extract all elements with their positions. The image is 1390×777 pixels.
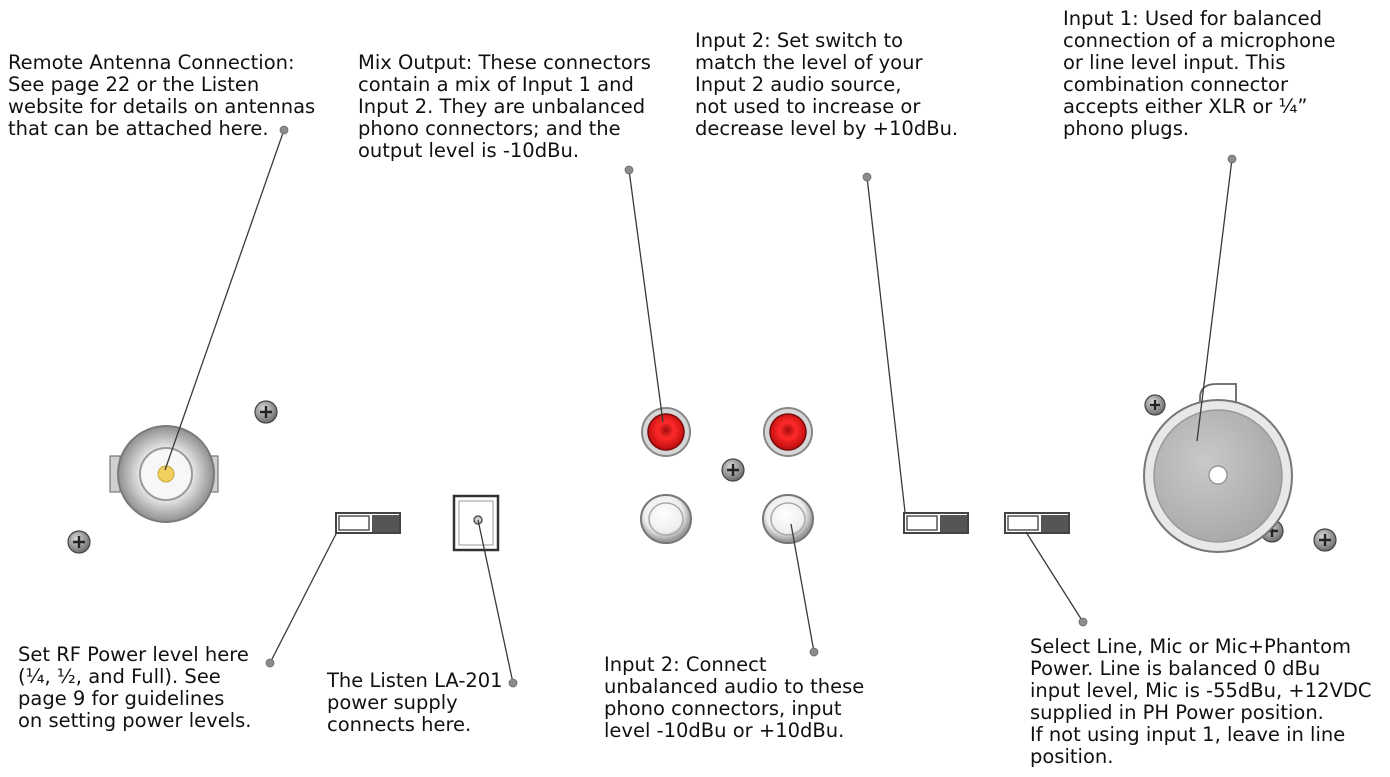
input1-select-label: Select Line, Mic or Mic+Phantom Power. L…: [1030, 635, 1372, 768]
mix-output-label: Mix Output: These connectors contain a m…: [358, 51, 651, 162]
leader-lines: [164, 129, 1233, 684]
rf-power-switch[interactable]: [335, 512, 401, 534]
input1-combo-connector[interactable]: [1143, 383, 1293, 553]
bnc-antenna-connector[interactable]: [109, 425, 219, 523]
input1-label: Input 1: Used for balanced connection of…: [1063, 7, 1336, 140]
input2-switch-label: Input 2: Set switch to match the level o…: [695, 29, 959, 140]
power-supply-jack[interactable]: [452, 494, 500, 552]
input2-level-switch[interactable]: [903, 512, 969, 534]
screw-icon: [1144, 394, 1166, 416]
screw-icon: [1313, 528, 1337, 552]
remote-antenna-label: Remote Antenna Connection: See page 22 o…: [8, 51, 316, 140]
leader-dots: [265, 125, 1237, 688]
mix-output-rca-right[interactable]: [763, 407, 813, 457]
rf-power-label: Set RF Power level here (¼, ½, and Full)…: [18, 643, 252, 732]
screw-icon: [721, 458, 745, 482]
power-supply-label: The Listen LA-201 power supply connects …: [327, 669, 503, 736]
screw-icon: [254, 400, 278, 424]
input2-rca-right[interactable]: [762, 494, 814, 544]
mix-output-rca-left[interactable]: [641, 407, 691, 457]
screw-icon: [67, 530, 91, 554]
input1-mode-switch[interactable]: [1004, 512, 1070, 534]
input2-connect-label: Input 2: Connect unbalanced audio to the…: [604, 653, 865, 742]
input2-rca-left[interactable]: [640, 494, 692, 544]
